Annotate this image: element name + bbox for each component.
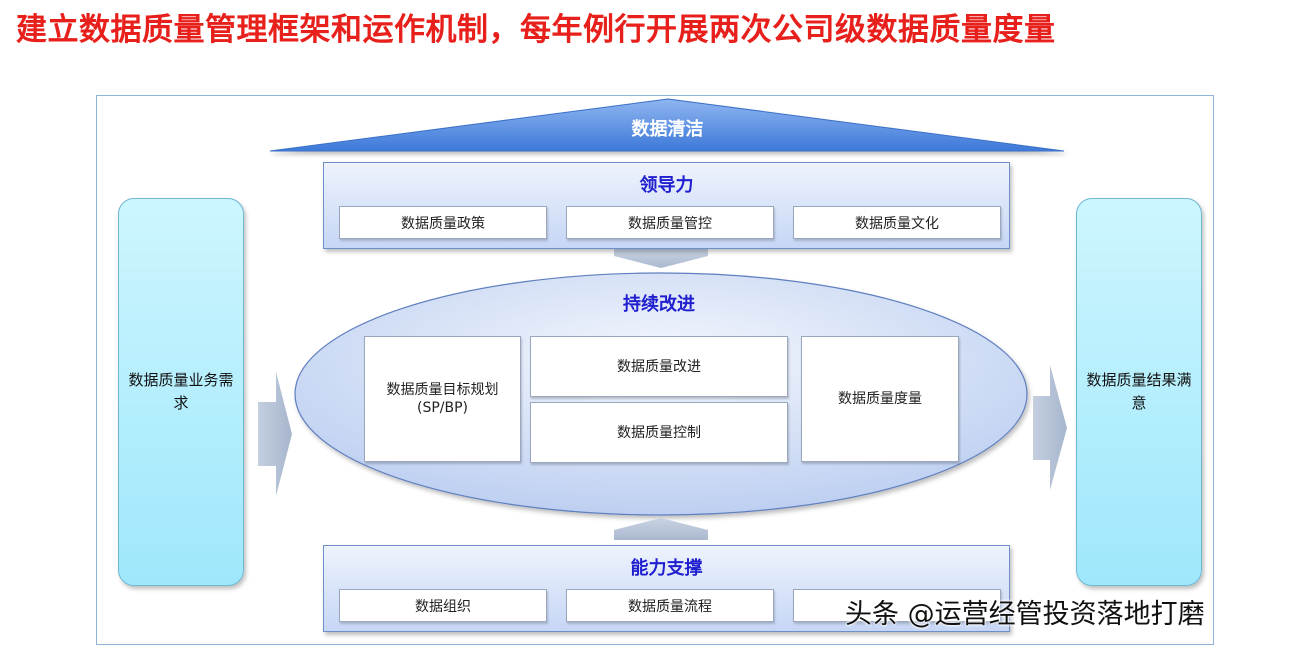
result-satisfaction-pillar: 数据质量结果满意	[1076, 198, 1202, 586]
business-requirement-pillar: 数据质量业务需求	[118, 198, 244, 586]
quality-measurement-box: 数据质量度量	[801, 336, 959, 462]
quality-control-box: 数据质量控制	[530, 402, 788, 463]
leadership-band: 领导力 数据质量政策 数据质量管控 数据质量文化	[323, 162, 1010, 249]
leadership-item-policy: 数据质量政策	[339, 206, 547, 239]
business-requirement-label: 数据质量业务需求	[128, 371, 234, 412]
target-planning-label: 数据质量目标规划	[386, 382, 499, 398]
arrow-down-icon	[614, 249, 708, 268]
capability-item-obscured	[793, 589, 1001, 622]
data-cleansing-label: 数据清洁	[631, 119, 704, 140]
capability-title: 能力支撑	[630, 558, 703, 579]
continuous-improvement-title: 持续改进	[623, 294, 695, 315]
watermark: 头条 @运营经管投资落地打磨	[845, 599, 1205, 630]
arrow-right-icon	[1033, 365, 1067, 490]
data-cleansing-banner	[269, 98, 1065, 152]
capability-band: 能力支撑 数据组织 数据质量流程	[323, 545, 1010, 632]
quality-improvement-box: 数据质量改进	[530, 336, 788, 397]
leadership-item-governance: 数据质量管控	[566, 206, 774, 239]
target-planning-box: 数据质量目标规划 (SP/BP)	[364, 336, 521, 462]
capability-item-organization: 数据组织	[339, 589, 547, 622]
result-satisfaction-label: 数据质量结果满意	[1086, 371, 1192, 412]
target-planning-sub-label: (SP/BP)	[416, 400, 469, 416]
page-title: 建立数据质量管理框架和运作机制，每年例行开展两次公司级数据质量度量	[16, 12, 1056, 48]
arrow-right-icon	[258, 372, 292, 496]
capability-item-process: 数据质量流程	[566, 589, 774, 622]
leadership-title: 领导力	[639, 175, 694, 196]
arrow-up-icon	[614, 518, 708, 540]
leadership-item-culture: 数据质量文化	[793, 206, 1001, 239]
